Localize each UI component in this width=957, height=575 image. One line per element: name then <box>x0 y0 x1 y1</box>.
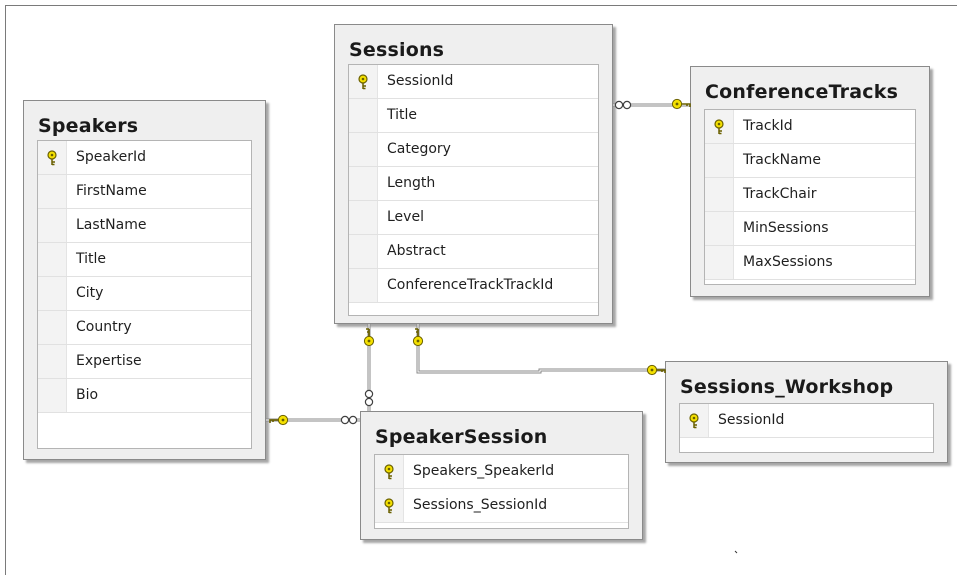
table-title: Sessions <box>349 39 445 61</box>
column-row[interactable]: LastName <box>38 209 251 243</box>
column-name: Sessions_SessionId <box>413 497 548 513</box>
table-sessions-workshop[interactable]: Sessions_Workshop SessionId <box>665 361 948 463</box>
column-row[interactable]: Sessions_SessionId <box>375 489 628 523</box>
row-selector[interactable] <box>38 175 67 208</box>
one-end-key-icon <box>269 414 289 426</box>
column-row[interactable]: Level <box>349 201 598 235</box>
column-name: MaxSessions <box>743 254 833 270</box>
column-row[interactable]: MinSessions <box>705 212 915 246</box>
column-row[interactable]: Country <box>38 311 251 345</box>
row-selector[interactable] <box>38 345 67 378</box>
primary-key-icon <box>713 119 725 135</box>
column-grid: SessionId <box>679 403 934 453</box>
relationship-sessions-sessionsworkshop[interactable] <box>412 324 666 376</box>
table-title: ConferenceTracks <box>705 81 899 103</box>
one-end-key-icon <box>646 364 666 376</box>
column-name: MinSessions <box>743 220 829 236</box>
column-row[interactable]: TrackId <box>705 110 915 144</box>
column-name: FirstName <box>76 183 147 199</box>
column-name: SessionId <box>387 73 454 89</box>
one-end-key-icon <box>671 98 691 110</box>
column-row[interactable]: Expertise <box>38 345 251 379</box>
column-name: Length <box>387 175 436 191</box>
column-name: LastName <box>76 217 147 233</box>
column-name: Abstract <box>387 243 446 259</box>
column-name: SpeakerId <box>76 149 146 165</box>
column-row[interactable]: Bio <box>38 379 251 413</box>
column-row[interactable]: Speakers_SpeakerId <box>375 455 628 489</box>
row-selector[interactable] <box>38 379 67 412</box>
row-selector[interactable] <box>349 133 378 166</box>
column-name: Title <box>76 251 107 267</box>
column-row[interactable]: TrackChair <box>705 178 915 212</box>
row-selector[interactable] <box>705 178 734 211</box>
column-name: Country <box>76 319 132 335</box>
column-row[interactable]: Abstract <box>349 235 598 269</box>
column-name: Category <box>387 141 451 157</box>
column-row[interactable]: FirstName <box>38 175 251 209</box>
column-row[interactable]: Length <box>349 167 598 201</box>
table-title: Sessions_Workshop <box>680 376 894 398</box>
column-name: TrackChair <box>743 186 817 202</box>
row-selector[interactable] <box>705 246 734 279</box>
column-name: SessionId <box>718 412 785 428</box>
row-selector[interactable] <box>349 167 378 200</box>
column-row[interactable]: SpeakerId <box>38 141 251 175</box>
row-selector[interactable] <box>705 144 734 177</box>
primary-key-icon <box>46 150 58 166</box>
row-selector[interactable] <box>349 235 378 268</box>
row-selector[interactable] <box>349 201 378 234</box>
row-selector[interactable] <box>38 311 67 344</box>
many-end-icon <box>340 415 358 425</box>
column-row[interactable]: Category <box>349 133 598 167</box>
column-row[interactable]: TrackName <box>705 144 915 178</box>
column-name: Level <box>387 209 424 225</box>
column-name: Speakers_SpeakerId <box>413 463 555 479</box>
row-selector[interactable] <box>349 99 378 132</box>
column-row[interactable]: MaxSessions <box>705 246 915 280</box>
many-end-icon <box>364 389 374 407</box>
column-row[interactable]: Title <box>38 243 251 277</box>
column-row[interactable]: Title <box>349 99 598 133</box>
table-title: Speakers <box>38 115 139 137</box>
many-end-icon <box>614 100 632 110</box>
column-name: Expertise <box>76 353 142 369</box>
primary-key-icon <box>383 498 395 514</box>
row-selector[interactable] <box>349 269 378 302</box>
row-selector[interactable] <box>705 212 734 245</box>
one-end-key-icon <box>363 328 375 347</box>
row-selector[interactable] <box>38 243 67 276</box>
relationship-sessions-speakersession[interactable] <box>363 324 375 411</box>
relationship-speakers-speakersession[interactable] <box>266 414 360 426</box>
primary-key-icon <box>357 74 369 90</box>
column-name: City <box>76 285 104 301</box>
column-row[interactable]: City <box>38 277 251 311</box>
column-row[interactable]: SessionId <box>680 404 933 438</box>
column-name: ConferenceTrackTrackId <box>387 277 554 293</box>
one-end-key-icon <box>412 328 424 347</box>
table-title: SpeakerSession <box>375 426 548 448</box>
column-name: TrackName <box>743 152 821 168</box>
primary-key-icon <box>688 413 700 429</box>
row-selector[interactable] <box>38 277 67 310</box>
column-row[interactable]: SessionId <box>349 65 598 99</box>
column-name: Title <box>387 107 418 123</box>
column-name: TrackId <box>743 118 793 134</box>
column-name: Bio <box>76 387 99 403</box>
column-row[interactable]: ConferenceTrackTrackId <box>349 269 598 303</box>
row-selector[interactable] <box>38 209 67 242</box>
relationship-sessions-conferencetracks[interactable] <box>613 98 691 110</box>
cursor-mark <box>734 550 738 554</box>
primary-key-icon <box>383 464 395 480</box>
